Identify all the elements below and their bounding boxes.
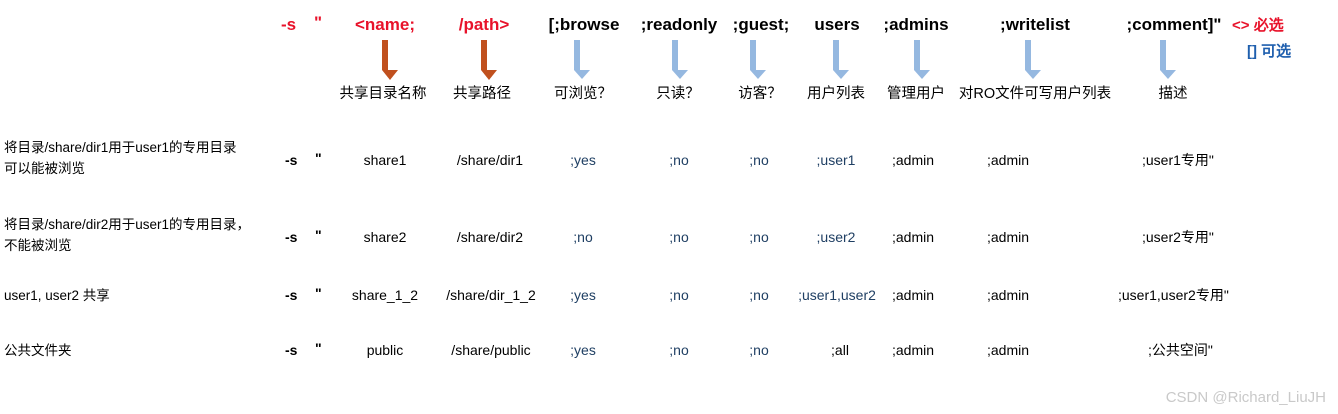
- row-path: /share/public: [451, 342, 531, 358]
- column-label-admins: 管理用户: [887, 86, 945, 102]
- column-label-guest: 访客？: [738, 86, 782, 102]
- row-writelist: ;admin: [986, 152, 1030, 168]
- row-writelist: ;admin: [986, 342, 1030, 358]
- row-option: -s: [285, 229, 298, 245]
- row-browse: ;yes: [570, 342, 596, 358]
- legend-optional-text: 可选: [1261, 43, 1292, 60]
- row-browse: ;no: [573, 229, 593, 245]
- row-description: user1, user2 共享: [4, 288, 110, 303]
- column-label-name: 共享目录名称: [339, 86, 427, 102]
- row-admins: ;admin: [891, 342, 935, 358]
- arrow-down-browse-icon: [574, 40, 590, 79]
- row-option: -s: [285, 287, 298, 303]
- row-users: ;user2: [816, 229, 856, 245]
- syntax-field-path: /path>: [458, 15, 510, 34]
- row-readonly: ;no: [669, 229, 689, 245]
- row-readonly: ;no: [669, 342, 689, 358]
- arrow-down-name-icon: [382, 40, 398, 80]
- row-path: /share/dir_1_2: [446, 287, 536, 303]
- row-admins: ;admin: [891, 152, 935, 168]
- arrow-down-path-icon: [481, 40, 497, 80]
- row-description: 公共文件夹: [4, 343, 72, 358]
- row-guest: ;no: [749, 342, 769, 358]
- arrow-down-users-icon: [833, 40, 849, 79]
- row-comment: ;user1,user2专用": [1118, 287, 1229, 303]
- row-writelist: ;admin: [986, 229, 1030, 245]
- column-label-comment: 描述: [1158, 86, 1188, 102]
- row-description: 将目录/share/dir2用于user1的专用目录， 不能被浏览: [4, 217, 251, 253]
- arrow-down-admins-icon: [914, 40, 930, 79]
- row-name: share1: [363, 152, 407, 168]
- row-admins: ;admin: [891, 229, 935, 245]
- row-users: ;user1: [816, 152, 856, 168]
- legend-required: <> 必选: [1232, 14, 1284, 35]
- syntax-field-browse: [;browse: [548, 15, 620, 34]
- syntax-quote-open: ": [314, 13, 323, 32]
- arrow-down-guest-icon: [750, 40, 766, 79]
- column-label-readonly: 只读？: [656, 86, 700, 102]
- row-quote: ": [315, 285, 322, 301]
- row-option: -s: [285, 152, 298, 168]
- row-path: /share/dir2: [456, 229, 524, 245]
- syntax-field-users: users: [814, 15, 860, 34]
- legend-optional: [] 可选: [1247, 40, 1291, 61]
- row-name: share_1_2: [351, 287, 419, 303]
- row-browse: ;yes: [570, 287, 596, 303]
- legend-optional-mark: []: [1247, 43, 1257, 60]
- row-path: /share/dir1: [456, 152, 524, 168]
- row-quote: ": [315, 340, 322, 356]
- row-guest: ;no: [749, 229, 769, 245]
- row-admins: ;admin: [891, 287, 935, 303]
- row-name: public: [366, 342, 404, 358]
- row-guest: ;no: [749, 287, 769, 303]
- column-label-browse: 可浏览？: [554, 86, 612, 102]
- syntax-field-writelist: ;writelist: [1000, 15, 1070, 34]
- row-comment: ;公共空间": [1148, 342, 1213, 358]
- row-comment: ;user1专用": [1142, 152, 1214, 168]
- syntax-field-admins: ;admins: [883, 15, 949, 34]
- syntax-field-readonly: ;readonly: [640, 15, 718, 34]
- syntax-field-comment: ;comment]": [1126, 15, 1222, 34]
- row-name: share2: [363, 229, 407, 245]
- syntax-option: -s: [281, 15, 297, 34]
- legend-required-text: 必选: [1253, 17, 1284, 34]
- arrow-down-comment-icon: [1160, 40, 1176, 79]
- arrow-down-readonly-icon: [672, 40, 688, 79]
- row-readonly: ;no: [669, 152, 689, 168]
- row-users: ;all: [831, 342, 849, 358]
- row-quote: ": [315, 227, 322, 243]
- syntax-field-name: <name;: [355, 15, 415, 34]
- row-option: -s: [285, 342, 298, 358]
- row-comment: ;user2专用": [1142, 229, 1214, 245]
- row-quote: ": [315, 150, 322, 166]
- row-description: 将目录/share/dir1用于user1的专用目录 可以能被浏览: [4, 140, 237, 176]
- watermark: CSDN @Richard_LiuJH: [1165, 389, 1326, 406]
- row-guest: ;no: [749, 152, 769, 168]
- syntax-field-guest: ;guest;: [732, 15, 790, 34]
- row-users: ;user1,user2: [798, 287, 876, 303]
- column-label-users: 用户列表: [807, 86, 865, 102]
- legend-required-mark: <>: [1232, 17, 1250, 34]
- column-label-path: 共享路径: [453, 86, 511, 102]
- row-browse: ;yes: [570, 152, 596, 168]
- column-label-writelist: 对RO文件可写用户列表: [958, 86, 1112, 102]
- arrow-down-writelist-icon: [1025, 40, 1041, 79]
- row-writelist: ;admin: [986, 287, 1030, 303]
- row-readonly: ;no: [669, 287, 689, 303]
